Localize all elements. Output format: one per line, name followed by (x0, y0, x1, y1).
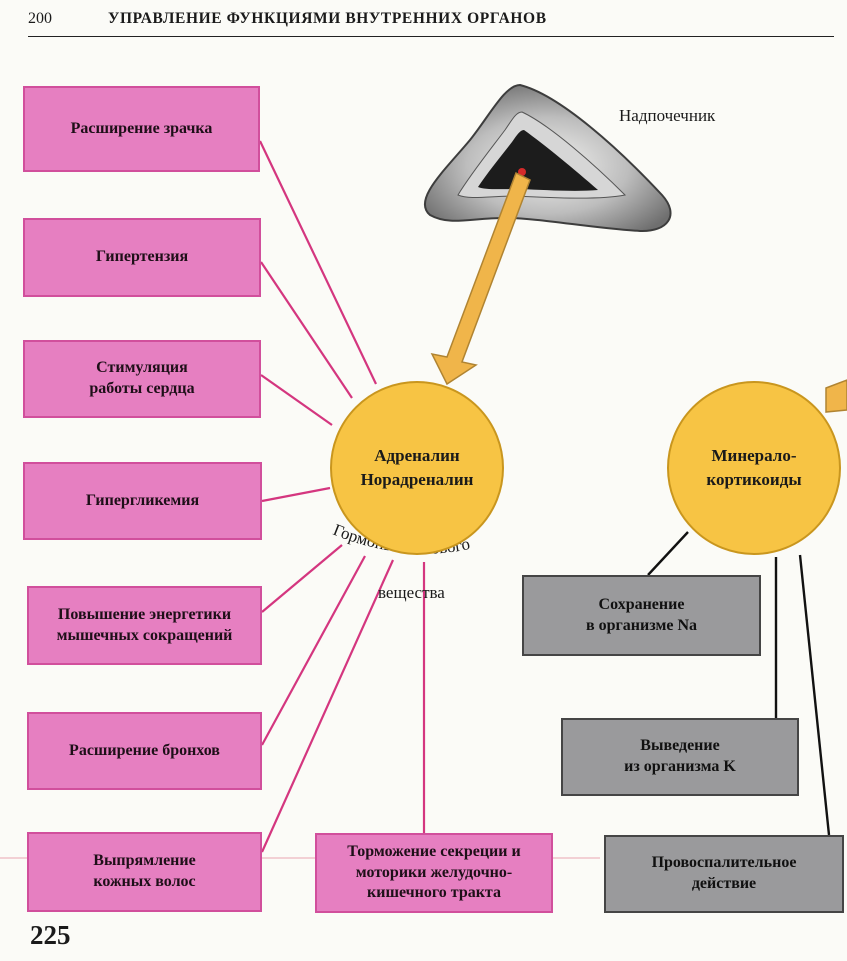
cortex-hormones-label: Минерало- кортикоиды (706, 446, 802, 489)
connector-heart (260, 374, 333, 426)
cortex-effect-label: Провоспалительное действие (651, 854, 797, 892)
effect-box-heart: Стимуляция работы сердца (23, 340, 261, 418)
effect-label: Торможение секреции и моторики желудочно… (347, 842, 521, 902)
medulla-caption-line2: вещества (378, 583, 445, 602)
connector-inflammation (798, 554, 831, 836)
connector-sodium (647, 531, 689, 576)
effect-label: Стимуляция работы сердца (89, 359, 195, 397)
connector-bronchi (261, 555, 366, 746)
header-title: УПРАВЛЕНИЕ ФУНКЦИЯМИ ВНУТРЕННИХ ОРГАНОВ (108, 10, 547, 27)
cortex-arrow-stub (825, 379, 847, 413)
effect-label: Гипергликемия (85, 491, 200, 509)
cortex-hormones-circle: Минерало- кортикоиды (667, 381, 841, 555)
page-header: 200 УПРАВЛЕНИЕ ФУНКЦИЯМИ ВНУТРЕННИХ ОРГА… (28, 8, 834, 37)
cortex-effect-label: Сохранение в организме Na (586, 595, 697, 634)
adrenal-gland-illustration (423, 83, 672, 233)
cortex-connectors (647, 531, 831, 836)
effect-label: Расширение зрачка (70, 119, 213, 137)
bottom-page-number: 225 (30, 920, 71, 950)
medulla-connectors (259, 140, 426, 853)
cortex-effect-label: Выведение из организма K (624, 737, 736, 775)
page-number: 200 (28, 10, 52, 27)
effect-box-pupil: Расширение зрачка (23, 86, 260, 172)
effect-box-bronchi: Расширение бронхов (27, 712, 262, 790)
effect-label: Расширение бронхов (69, 741, 220, 759)
adrenal-gland-label: Надпочечник (619, 106, 716, 125)
medulla-hormones-circle: Адреналин Норадреналин (330, 381, 504, 555)
effect-box-hair: Выпрямление кожных волос (27, 832, 262, 912)
medulla-hormones-label: Адреналин Норадреналин (360, 446, 474, 489)
connector-muscle (261, 544, 343, 613)
connector-hyperglycemia (261, 486, 331, 503)
connector-pupil (259, 140, 377, 385)
effect-box-hypertension: Гипертензия (23, 218, 261, 297)
effect-box-hyperglycemia: Гипергликемия (23, 462, 262, 540)
effect-label: Гипертензия (95, 248, 189, 266)
cortex-box-potassium: Выведение из организма K (561, 718, 799, 796)
effect-box-gi-tract: Торможение секреции и моторики желудочно… (315, 833, 553, 913)
secretion-arrow (430, 171, 531, 386)
effect-label: Выпрямление кожных волос (93, 852, 196, 890)
cortex-box-inflammation: Провоспалительное действие (604, 835, 844, 913)
connector-hair (260, 559, 395, 853)
effect-box-muscle: Повышение энергетики мышечных сокращений (27, 586, 262, 665)
effect-label: Повышение энергетики мышечных сокращений (56, 605, 233, 644)
cortex-box-sodium: Сохранение в организме Na (522, 575, 761, 656)
connector-hypertension (260, 261, 353, 399)
